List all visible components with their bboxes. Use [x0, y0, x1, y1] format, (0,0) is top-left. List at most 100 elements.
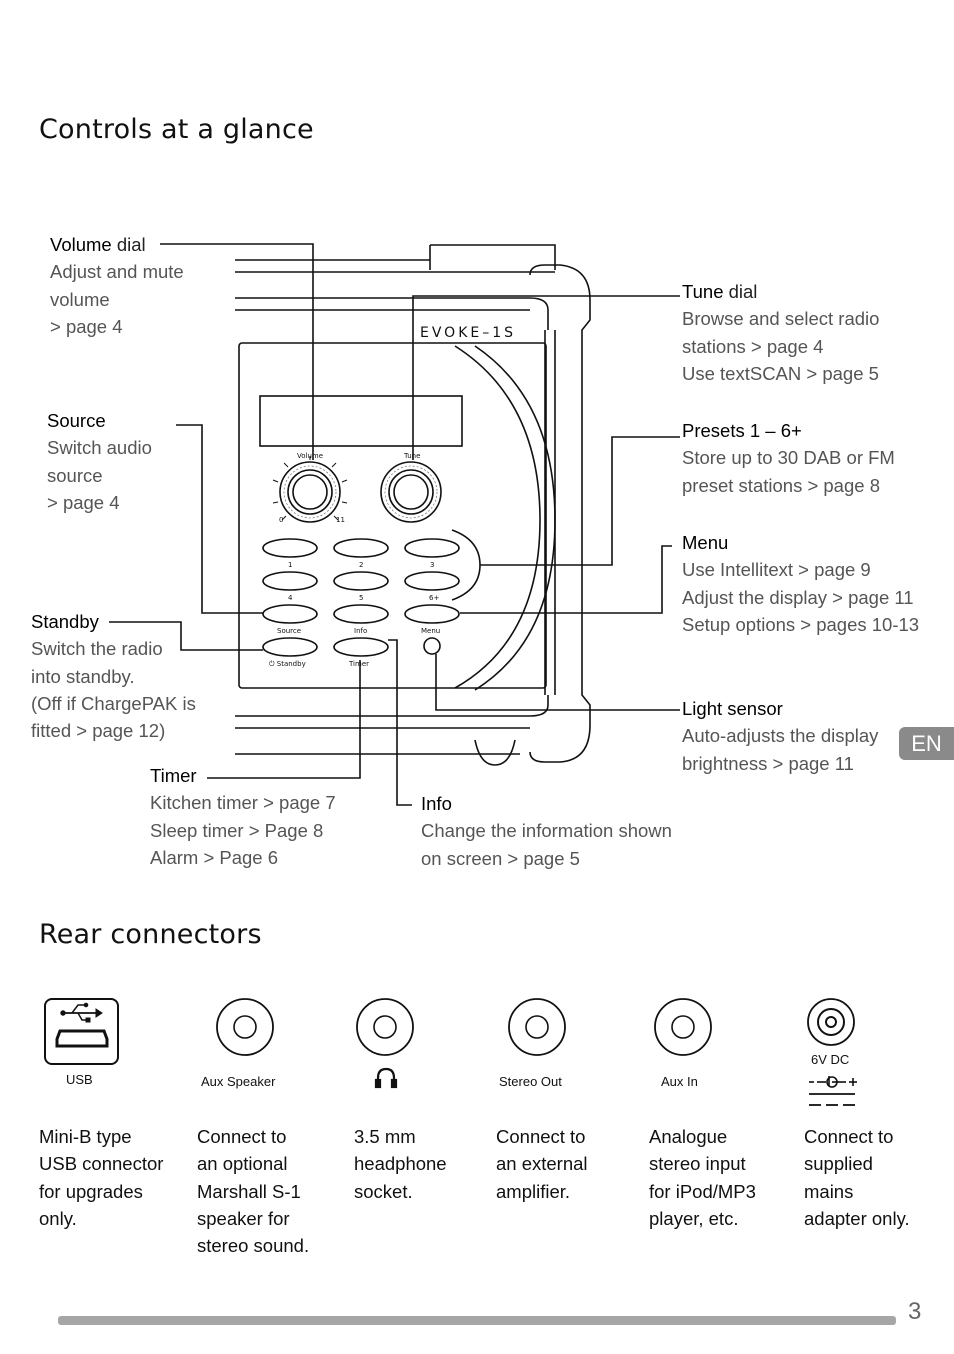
callout-line: Adjust the display > page 11 [682, 586, 914, 608]
button-4 [262, 571, 318, 591]
callout-line: volume [50, 288, 110, 310]
desc-line: for upgrades [39, 1180, 143, 1202]
desc-line: an external [496, 1153, 588, 1175]
desc-line: Mini-B type [39, 1126, 132, 1147]
callout-standby-title: Standby [31, 611, 99, 632]
footer-bar [58, 1316, 896, 1325]
button-6plus [404, 571, 460, 591]
button-timer [333, 637, 389, 657]
callout-timer-title: Timer [150, 765, 197, 786]
leader-presets [480, 436, 680, 566]
callout-info: Info Change the information shown on scr… [421, 790, 672, 872]
connector-desc-headphone: 3.5 mm headphone socket. [354, 1123, 447, 1205]
label-btn-timer: Timer [348, 660, 369, 668]
callout-line: Store up to 30 DAB or FM [682, 447, 895, 469]
connector-label-aux-speaker: Aux Speaker [201, 1074, 276, 1089]
aux-speaker-socket-icon [216, 998, 274, 1056]
callout-source: Source Switch audio source > page 4 [47, 407, 152, 516]
leader-source [176, 424, 263, 614]
leader-light [435, 654, 680, 711]
button-3 [404, 538, 460, 558]
label-btn-3: 3 [430, 561, 434, 569]
callout-tune-suffix: dial [723, 281, 758, 302]
light-sensor [423, 637, 441, 655]
button-1 [262, 538, 318, 558]
callout-info-title: Info [421, 793, 452, 814]
callout-light-title: Light sensor [682, 698, 783, 719]
dc-socket-icon [807, 998, 855, 1046]
label-btn-standby: ⏻ Standby [269, 660, 306, 668]
headphone-icon [374, 1067, 398, 1089]
display-screen [259, 395, 463, 447]
headphone-socket-icon [356, 998, 414, 1056]
usb-icon [44, 998, 119, 1065]
callout-line: (Off if ChargePAK is [31, 692, 196, 714]
callout-source-title: Source [47, 410, 106, 431]
callout-timer: Timer Kitchen timer > page 7 Sleep timer… [150, 762, 336, 871]
label-vol-min: 0 [279, 516, 283, 524]
callout-line: Kitchen timer > page 7 [150, 792, 336, 814]
radio-diagram: EVOKE–1S Volume Tune 0 11 1 2 3 4 5 6+ S… [109, 243, 680, 806]
connector-desc-aux-in: Analogue stereo input for iPod/MP3 playe… [649, 1123, 756, 1232]
connector-icons [44, 998, 857, 1106]
leader-volume [160, 243, 314, 460]
callout-line: Auto-adjusts the display [682, 725, 879, 747]
label-btn-5: 5 [359, 594, 363, 602]
label-tune: Tune [403, 452, 420, 460]
page-number: 3 [908, 1298, 922, 1325]
button-source [262, 604, 318, 624]
connector-desc-usb: Mini-B type USB connector for upgrades o… [39, 1123, 163, 1232]
desc-line: USB connector [39, 1153, 164, 1175]
desc-line: adapter only. [804, 1207, 910, 1229]
aux-in-socket-icon [654, 998, 712, 1056]
leader-menu [460, 545, 672, 614]
desc-line: socket. [354, 1180, 413, 1202]
callout-menu-title: Menu [682, 532, 729, 553]
housing-top-line [430, 244, 556, 270]
callout-line: source [47, 464, 103, 486]
button-info [333, 604, 389, 624]
desc-line: supplied [804, 1153, 873, 1175]
desc-line: Analogue [649, 1126, 728, 1147]
callout-presets-title: Presets 1 – 6+ [682, 420, 802, 441]
label-btn-1: 1 [288, 561, 292, 569]
desc-line: Connect to [804, 1126, 894, 1147]
connector-label-usb: USB [66, 1072, 93, 1087]
callout-line: Switch audio [47, 437, 152, 459]
callout-presets: Presets 1 – 6+ Store up to 30 DAB or FM … [682, 417, 895, 499]
brand-logo: EVOKE–1S [420, 325, 516, 341]
button-5 [333, 571, 389, 591]
desc-line: only. [39, 1207, 77, 1229]
front-panel [238, 342, 547, 689]
callout-tune: Tune dial Browse and select radio statio… [682, 278, 879, 387]
desc-line: headphone [354, 1153, 447, 1175]
connector-desc-dc: Connect to supplied mains adapter only. [804, 1123, 910, 1232]
callout-menu: Menu Use Intellitext > page 9 Adjust the… [682, 529, 919, 638]
desc-line: Connect to [197, 1126, 287, 1147]
callout-line: Browse and select radio [682, 308, 880, 330]
callout-line: stations > page 4 [682, 335, 824, 357]
label-volume: Volume [297, 452, 323, 460]
callout-line: Use Intellitext > page 9 [682, 559, 871, 581]
desc-line: for iPod/MP3 [649, 1180, 756, 1202]
label-btn-2: 2 [359, 561, 363, 569]
leader-standby [109, 621, 263, 651]
callout-line: preset stations > page 8 [682, 474, 880, 496]
desc-line: stereo input [649, 1153, 746, 1175]
desc-line: an optional [197, 1153, 288, 1175]
label-btn-4: 4 [288, 594, 293, 602]
button-menu [404, 604, 460, 624]
dc-polarity-icon [809, 1076, 857, 1106]
tune-knob [380, 461, 442, 523]
callout-line: on screen > page 5 [421, 847, 580, 869]
label-vol-max: 11 [336, 516, 345, 524]
callout-line: > page 4 [47, 491, 120, 513]
connector-label-aux-in: Aux In [661, 1074, 698, 1089]
leader-tune [412, 295, 680, 460]
label-btn-menu: Menu [421, 627, 440, 635]
callout-volume: Volume dial Adjust and mute volume > pag… [50, 231, 184, 340]
callout-standby: Standby Switch the radio into standby. (… [31, 608, 196, 744]
leader-timer [207, 660, 361, 779]
desc-line: player, etc. [649, 1207, 739, 1229]
callout-light-sensor: Light sensor Auto-adjusts the display br… [682, 695, 878, 777]
